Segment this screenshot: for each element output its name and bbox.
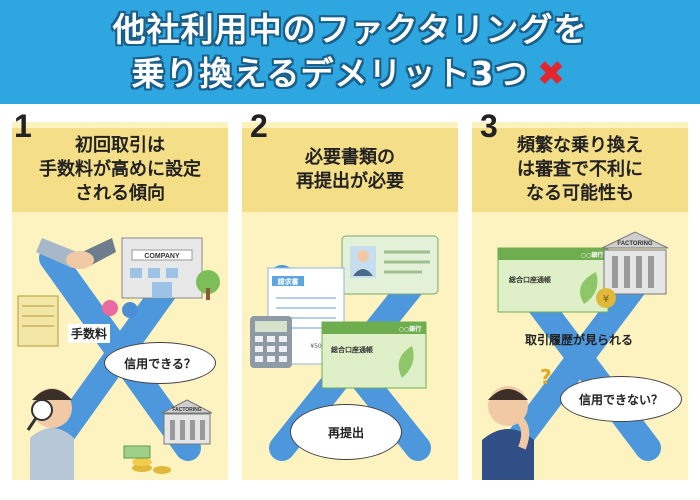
cross-mark-icon: ✖ xyxy=(536,54,567,94)
coins-icon xyxy=(123,445,171,474)
panel-2-title-line-1: 必要書類の xyxy=(305,147,395,168)
panel-3-title-line-1: 頻繁な乗り換え xyxy=(517,135,643,156)
svg-text:¥: ¥ xyxy=(603,294,609,305)
panel-3-illustration: ○○銀行 総合口座通帳 FACTORING ¥ xyxy=(472,218,688,480)
panel-3-title-line-3: なる可能性も xyxy=(526,183,634,204)
factoring-sign-3: FACTORING xyxy=(617,241,653,247)
bankbook-icon xyxy=(321,321,427,389)
speech-bubble-untrustworthy: 信用できない？ xyxy=(560,376,682,422)
panel-1-title-line-3: される傾向 xyxy=(75,183,165,204)
factoring-bank-icon xyxy=(161,399,213,445)
factoring-sign-1: FACTORING xyxy=(172,407,201,413)
invoice-label: 請求書 xyxy=(278,277,299,286)
bankbook-account-name: 総合口座通帳 xyxy=(331,345,373,354)
businessman-magnifier-icon xyxy=(26,388,74,480)
panel-2: 必要書類の 再提出が必要 xyxy=(242,122,458,480)
header-banner: 他社利用中のファクタリングを 乗り換えるデメリット3つ ✖ xyxy=(0,0,700,104)
money-bag-icon: ¥ xyxy=(596,288,616,308)
panel-1-title-line-1: 初回取引は xyxy=(75,135,165,156)
panel-3-artwork: ○○銀行 総合口座通帳 FACTORING ¥ xyxy=(482,231,669,480)
panel-1: 初回取引は 手数料が高めに設定 される傾向 xyxy=(12,122,228,480)
panel-1-artwork: COMPANY xyxy=(17,237,220,480)
calculator-icon xyxy=(250,316,292,368)
panel-1-illustration: COMPANY xyxy=(12,218,228,480)
banner-title-line-1: 他社利用中のファクタリングを xyxy=(112,10,588,49)
businessman-thinking-icon xyxy=(482,386,534,480)
handshake-icon xyxy=(36,238,116,269)
panel-3-title: 頻繁な乗り換え は審査で不利に なる可能性も xyxy=(472,128,688,212)
bankbook-icon xyxy=(497,247,609,313)
banner-title-line-2: 乗り換えるデメリット3つ xyxy=(131,54,529,93)
invoice-amount: ¥50 xyxy=(310,343,322,350)
panel-2-title-line-2: 再提出が必要 xyxy=(296,171,404,192)
banner-title-line-2-wrap: 乗り換えるデメリット3つ ✖ xyxy=(132,52,569,96)
person-pink-icon xyxy=(102,300,118,316)
factoring-bank-icon xyxy=(601,231,669,295)
speech-bubble-trustworthy: 信用できる？ xyxy=(104,342,216,384)
panel-2-number: 2 xyxy=(250,108,268,144)
bankbook-bank-name-3: ○○銀行 xyxy=(581,251,603,259)
panel-2-illustration: 請求書 ¥50 ○○銀行 総 xyxy=(242,218,458,480)
transaction-history-label: 取引履歴が見られる xyxy=(525,333,634,347)
panel-1-title-line-2: 手数料が高めに設定 xyxy=(39,159,201,180)
company-building-icon xyxy=(121,237,220,300)
panel-3: 頻繁な乗り換え は審査で不利に なる可能性も ○○銀行 総合口座通帳 xyxy=(472,122,688,480)
panel-3-number: 3 xyxy=(480,108,498,144)
panel-1-title: 初回取引は 手数料が高めに設定 される傾向 xyxy=(12,128,228,212)
panel-2-title: 必要書類の 再提出が必要 xyxy=(242,128,458,212)
company-sign: COMPANY xyxy=(144,253,180,260)
id-card-icon xyxy=(341,235,439,295)
fee-label: 手数料 xyxy=(68,324,111,343)
person-blue-icon xyxy=(122,302,138,318)
question-mark-icon: ? xyxy=(540,365,552,389)
bankbook-bank-name: ○○銀行 xyxy=(399,325,421,333)
money-bills-icon xyxy=(17,295,59,347)
speech-bubble-resubmit: 再提出 xyxy=(290,404,402,460)
panel-3-title-line-2: は審査で不利に xyxy=(517,159,643,180)
bankbook-account-name-3: 総合口座通帳 xyxy=(509,275,551,284)
panel-1-number: 1 xyxy=(14,108,32,144)
